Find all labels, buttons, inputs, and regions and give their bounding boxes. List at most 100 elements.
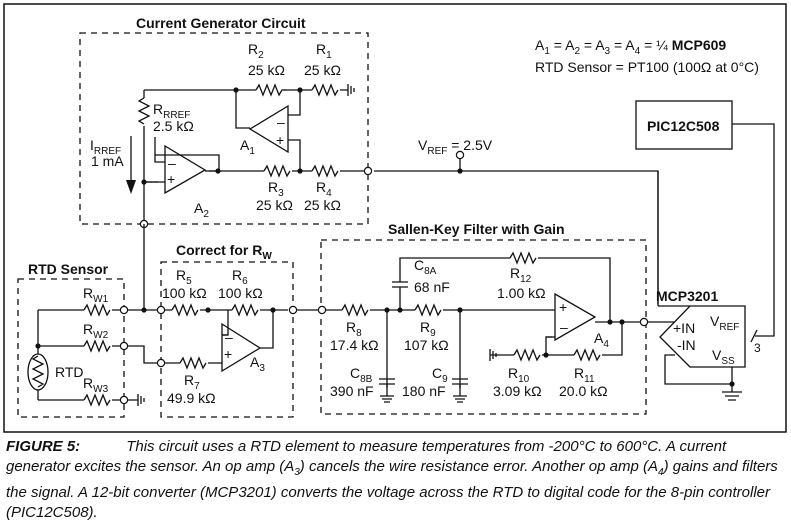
resistor-rref (137, 97, 151, 125)
value-iref: 1 mA (91, 153, 124, 169)
value-r6: 100 kΩ (218, 285, 263, 301)
ground-icon (128, 394, 145, 406)
opamp-a4-plus: + (559, 299, 567, 315)
figure-label: FIGURE 5: (6, 438, 81, 455)
terminal (363, 166, 373, 176)
resistor-r10 (513, 348, 541, 362)
adc-pin-vref: VREF (710, 313, 739, 333)
value-r12: 1.00 kΩ (497, 285, 546, 301)
vref-terminal (455, 150, 465, 160)
resistor-r1 (311, 83, 339, 97)
block-sallen-key (320, 239, 647, 415)
label-a1: A1 (240, 137, 255, 157)
label-r10: R10 (508, 365, 530, 385)
pic12c508-block (635, 100, 733, 150)
resistor-r5 (171, 303, 199, 317)
current-generator-wiring (126, 83, 659, 304)
pic12c508-label: PIC12C508 (647, 118, 720, 134)
value-r4: 25 kΩ (304, 197, 341, 213)
resistor-r9 (414, 303, 442, 317)
block-title-rtd-sensor: RTD Sensor (28, 261, 109, 277)
label-a2: A2 (194, 200, 209, 220)
opamp-a1-minus: – (277, 114, 285, 130)
correct-rw-wiring (128, 224, 298, 373)
figure-frame (3, 3, 787, 433)
ground-icon (722, 391, 742, 401)
label-r7: R7 (184, 372, 200, 392)
value-r11: 20.0 kΩ (559, 383, 608, 399)
label-r2: R2 (248, 41, 264, 61)
opamp-a2-plus: + (167, 171, 175, 187)
label-vref: VREF = 2.5V (418, 137, 493, 157)
label-r6: R6 (232, 267, 248, 287)
label-r5: R5 (176, 267, 192, 287)
block-title-sallen-key: Sallen-Key Filter with Gain (388, 221, 565, 237)
label-r1: R1 (316, 41, 332, 61)
label-c8b: C8B (350, 365, 373, 385)
mcp3201-adc (648, 171, 758, 401)
value-r10: 3.09 kΩ (493, 383, 542, 399)
block-correct-rw (160, 261, 294, 418)
sallen-key-wiring (297, 251, 649, 403)
rtd-zigzag (31, 355, 45, 388)
label-c8a: C8A (414, 257, 437, 277)
opamp-a1 (248, 104, 289, 154)
value-r7: 49.9 kΩ (167, 390, 216, 406)
label-c9: C9 (432, 365, 448, 385)
pic-bus-wire (732, 123, 775, 337)
value-r2: 25 kΩ (248, 62, 285, 78)
schematic: A1 = A2 = A3 = A4 = ¼ MCP609 RTD Sensor … (3, 3, 787, 433)
label-rw3: RW3 (83, 375, 109, 395)
opamp-a3-plus: + (224, 346, 232, 362)
resistor-r2 (255, 83, 286, 97)
adc-body (659, 305, 746, 368)
capacitor-c9 (452, 378, 468, 403)
opamp-note: A1 = A2 = A3 = A4 = ¼ MCP609 (535, 37, 726, 57)
capacitor-c8a (392, 281, 408, 293)
ground-icon (347, 84, 355, 96)
label-r11: R11 (574, 365, 595, 385)
value-r9: 107 kΩ (404, 337, 449, 353)
bus-width-label: 3 (754, 341, 761, 355)
opamp-a3-minus: – (225, 329, 233, 345)
label-r12: R12 (510, 265, 532, 285)
opamp-a4-minus: – (560, 319, 568, 335)
label-a3: A3 (250, 354, 265, 374)
block-current-generator (79, 32, 369, 225)
resistor-rw2 (83, 339, 111, 353)
label-rtd: RTD (55, 364, 84, 380)
label-rw1: RW1 (83, 285, 109, 305)
opamp-a2 (164, 144, 207, 195)
resistor-r7 (179, 356, 207, 370)
value-r8: 17.4 kΩ (330, 337, 379, 353)
resistor-r6 (231, 303, 259, 317)
opamp-a4 (554, 292, 597, 342)
sensor-note: RTD Sensor = PT100 (100Ω at 0°C) (535, 59, 759, 75)
rtd-sensor-wiring (27, 303, 145, 407)
value-c8b: 390 nF (330, 383, 374, 399)
arrow-head-icon (126, 180, 136, 194)
adc-pin-in-pos: +IN (673, 320, 695, 336)
value-rref: 2.5 kΩ (153, 118, 194, 134)
adc-pin-in-neg: -IN (677, 337, 696, 353)
label-r3: R3 (268, 179, 284, 199)
ground-icon (489, 349, 497, 361)
value-r5: 100 kΩ (162, 285, 207, 301)
block-title-correct-rw: Correct for RW (176, 242, 272, 262)
label-r8: R8 (346, 319, 362, 339)
label-iref: IRREF (90, 137, 121, 157)
value-r1: 25 kΩ (304, 62, 341, 78)
opamp-a3 (221, 322, 262, 373)
resistor-rw1 (83, 303, 111, 317)
resistor-rw3 (83, 393, 111, 407)
label-rref: RRREF (153, 101, 190, 121)
resistor-r8 (341, 303, 369, 317)
value-c8a: 68 nF (414, 279, 450, 295)
bus-slash (750, 329, 758, 343)
opamp-a1-plus: + (276, 132, 284, 148)
resistor-r11 (573, 348, 601, 362)
block-title-current-generator: Current Generator Circuit (136, 15, 306, 31)
resistor-r3 (263, 164, 291, 178)
value-c9: 180 nF (402, 383, 446, 399)
adc-pin-vss: VSS (712, 347, 735, 367)
